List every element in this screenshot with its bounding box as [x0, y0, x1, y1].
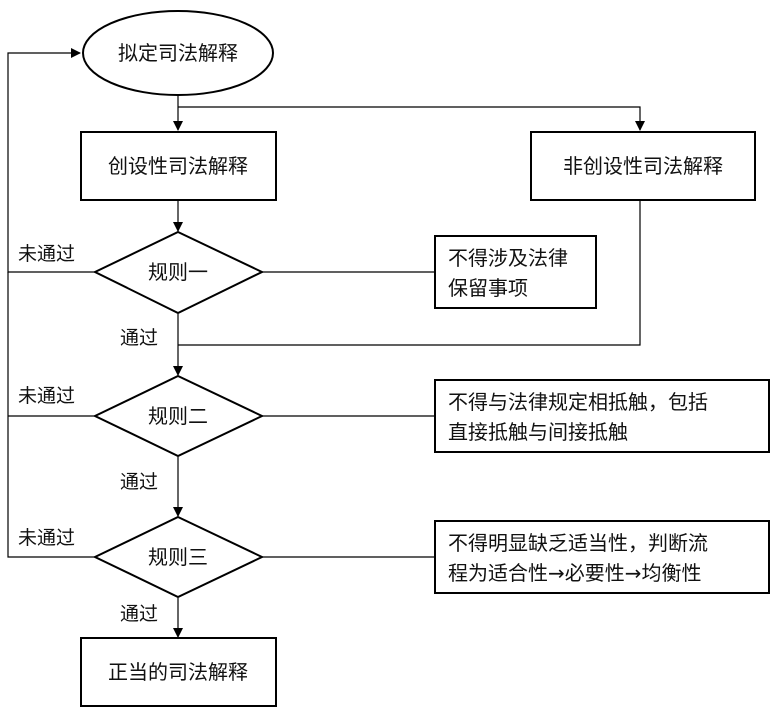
line-noncreative-merge [178, 200, 641, 346]
rule3-criterion-line2: 程为适合性→必要性→均衡性 [448, 561, 702, 585]
rule3-label: 规则三 [148, 545, 208, 569]
rule2-criterion-box: 不得与法律规定相抵触，包括 直接抵触与间接抵触 [434, 379, 770, 453]
rule3-criterion-line1: 不得明显缺乏适当性，判断流 [448, 531, 708, 555]
rule1-criterion-box: 不得涉及法律 保留事项 [434, 235, 597, 309]
rule3-fail-label: 未通过 [18, 527, 75, 549]
end-node: 正当的司法解释 [80, 637, 277, 707]
non-creative-interpretation-label: 非创设性司法解释 [563, 154, 723, 178]
feedback-rule3 [7, 272, 95, 558]
creative-interpretation-box: 创设性司法解释 [80, 131, 277, 201]
creative-interpretation-label: 创设性司法解释 [108, 154, 248, 178]
start-node-label: 拟定司法解释 [118, 41, 238, 65]
rule3-criterion-box: 不得明显缺乏适当性，判断流 程为适合性→必要性→均衡性 [434, 520, 770, 594]
rule2-label: 规则二 [148, 404, 208, 428]
rule1-decision: 规则一 [92, 230, 265, 315]
non-creative-interpretation-box: 非创设性司法解释 [530, 131, 756, 201]
rule3-pass-label: 通过 [120, 603, 158, 625]
start-node: 拟定司法解释 [82, 10, 274, 96]
rule1-label: 规则一 [148, 260, 208, 284]
end-node-label: 正当的司法解释 [108, 660, 248, 684]
rule2-fail-label: 未通过 [18, 385, 75, 407]
rule2-decision: 规则二 [92, 374, 265, 458]
rule1-criterion-line1: 不得涉及法律 [448, 246, 568, 270]
rule1-criterion-line2: 保留事项 [448, 276, 528, 300]
feedback-loop [7, 48, 95, 273]
rule2-pass-label: 通过 [120, 471, 158, 493]
arrow-start-to-noncreative [178, 106, 645, 131]
rule1-pass-label: 通过 [120, 327, 158, 349]
rule2-criterion-line1: 不得与法律规定相抵触，包括 [448, 390, 708, 414]
rule3-decision: 规则三 [92, 515, 265, 599]
connectors [7, 48, 645, 638]
rule2-criterion-line2: 直接抵触与间接抵触 [448, 420, 628, 444]
rule1-fail-label: 未通过 [18, 243, 75, 265]
